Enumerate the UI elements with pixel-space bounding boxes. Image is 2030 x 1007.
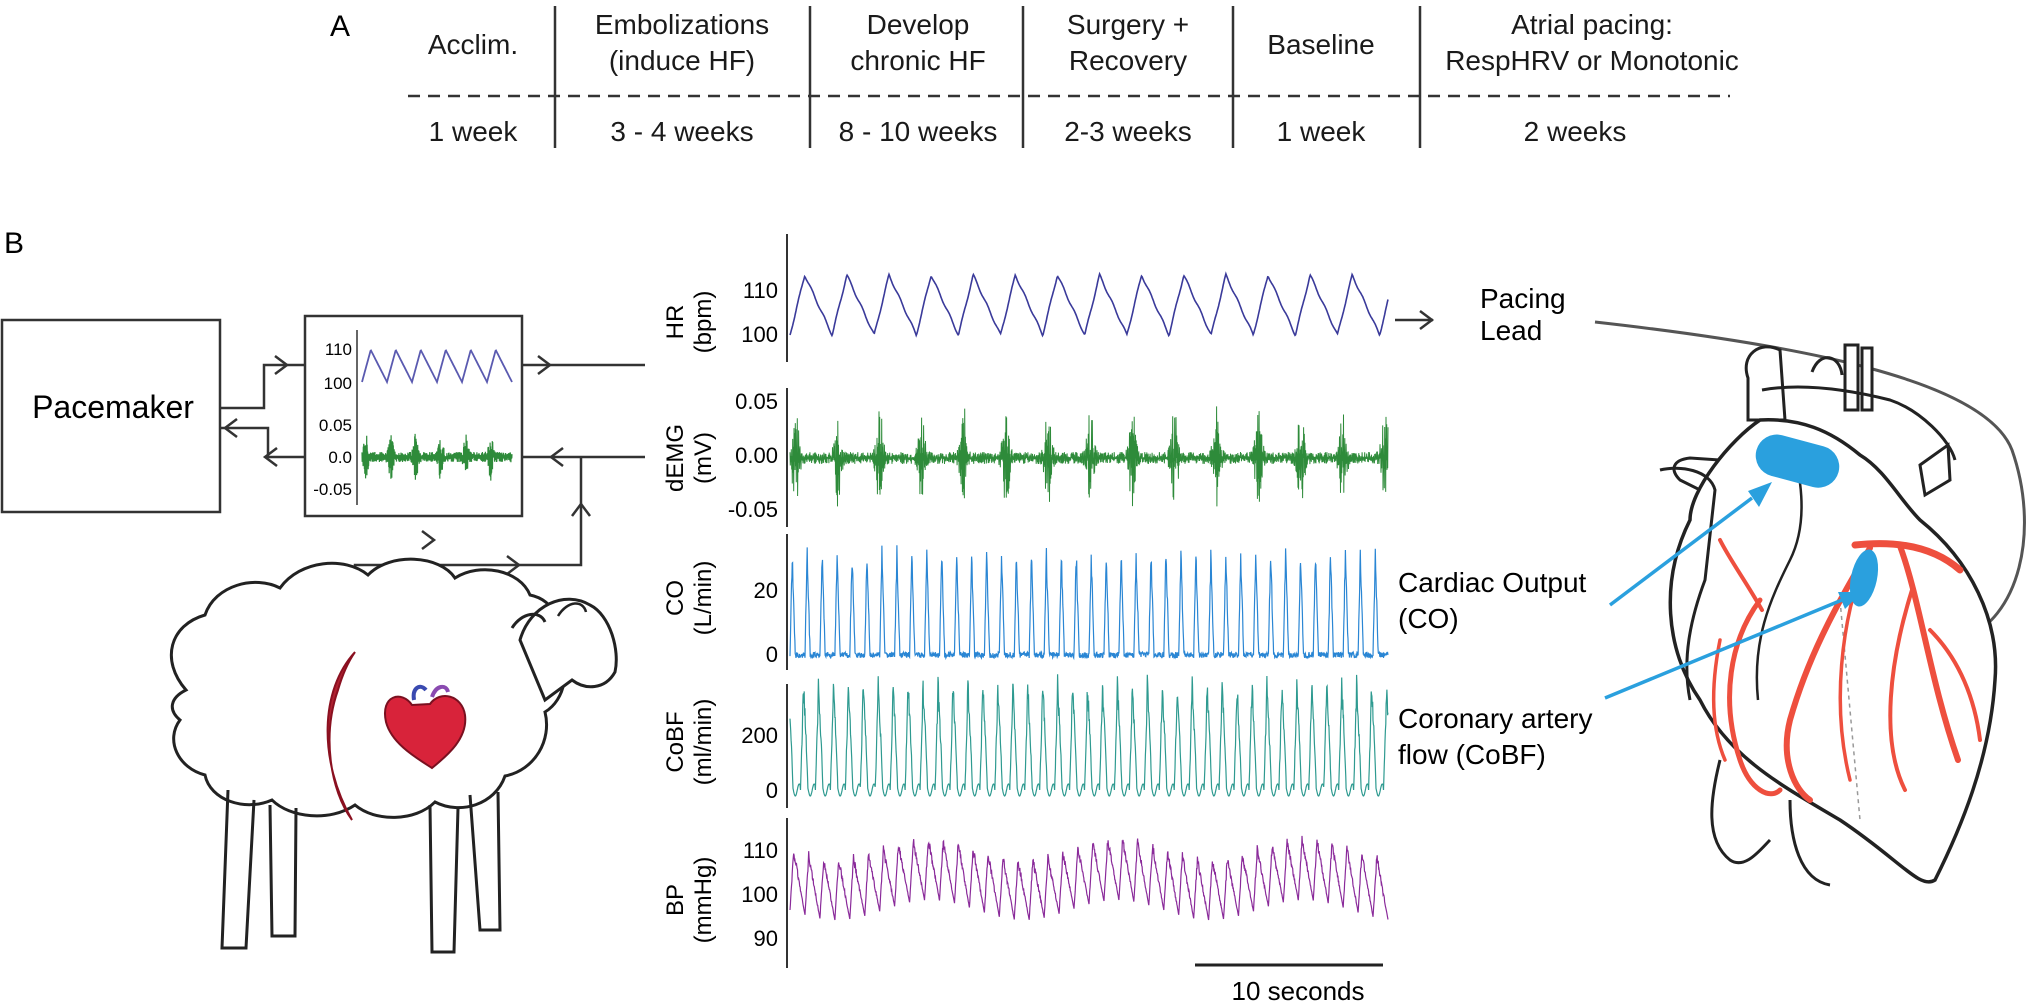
phase-duration-develop: 8 - 10 weeks — [839, 116, 998, 147]
sheep-heart — [383, 695, 467, 770]
phase-duration-pacing: 2 weeks — [1524, 116, 1627, 147]
bp-tick-100: 100 — [741, 882, 778, 907]
pacemaker-label: Pacemaker — [32, 389, 194, 425]
sheep-incision — [326, 651, 356, 821]
phase-duration-embolizations: 3 - 4 weeks — [610, 116, 753, 147]
sheep-head — [518, 597, 618, 703]
demg-tick-0.05: 0.05 — [735, 389, 778, 414]
sheep-body — [169, 557, 567, 819]
phase-subtitle-pacing: RespHRV or Monotonic — [1445, 45, 1739, 76]
timeline-dividers — [553, 6, 1422, 148]
pacing-lead-label-1: Pacing — [1480, 283, 1566, 314]
bp-trace — [789, 835, 1389, 921]
trace-hr-unit: (bpm) — [690, 291, 717, 354]
phase-title-baseline: Baseline — [1267, 29, 1374, 60]
cobf-tick-0: 0 — [766, 778, 778, 803]
pacemaker-connectors — [220, 363, 305, 459]
heart-outline — [1668, 418, 1998, 884]
trace-co-label: CO — [662, 580, 689, 616]
annotation-cardiac-output-abbr: (CO) — [1398, 603, 1459, 634]
phase-title-acclim: Acclim. — [428, 29, 518, 60]
inset-emg-trace — [361, 433, 513, 481]
demg-tick-neg0.05: -0.05 — [728, 497, 778, 522]
panel-a: A Acclim. 1 week Embolizations (induce H… — [330, 6, 1739, 148]
trace-co-unit: (L/min) — [690, 561, 717, 636]
phase-subtitle-develop: chronic HF — [850, 45, 985, 76]
hr-tick-100: 100 — [741, 322, 778, 347]
phase-subtitle-embolizations: (induce HF) — [609, 45, 755, 76]
demg-tick-0.00: 0.00 — [735, 443, 778, 468]
phase-title-develop: Develop — [867, 9, 970, 40]
phase-subtitle-surgery: Recovery — [1069, 45, 1187, 76]
trace-demg-label: dEMG — [662, 424, 689, 492]
inset-hr-tick-110: 110 — [325, 340, 352, 359]
co-trace — [789, 545, 1389, 661]
inset-frame — [303, 314, 524, 518]
co-tick-0: 0 — [766, 642, 778, 667]
annotation-coronary-flow: Coronary artery — [1398, 703, 1593, 734]
phase-title-surgery: Surgery + — [1067, 9, 1189, 40]
coronary-vessels — [1711, 538, 1982, 803]
heart-illustration — [1659, 343, 1998, 887]
cobf-trace — [789, 674, 1389, 797]
annotation-coronary-flow-abbr: flow (CoBF) — [1398, 739, 1546, 770]
signal-inset: 110 100 0.05 0.0 -0.05 — [303, 314, 524, 518]
bp-tick-90: 90 — [754, 926, 778, 951]
phase-duration-acclim: 1 week — [429, 116, 519, 147]
co-flow-probe — [1755, 434, 1840, 488]
inset-emg-tick-0.05: 0.05 — [319, 416, 352, 435]
bp-tick-110: 110 — [743, 838, 778, 863]
demg-trace — [789, 406, 1389, 507]
pacing-lead-label-2: Lead — [1480, 315, 1542, 346]
inset-hr-trace — [361, 349, 513, 385]
annotation-arrows — [1604, 496, 1843, 700]
trace-hr-label: HR — [662, 305, 689, 340]
trace-cobf-label: CoBF — [662, 711, 689, 772]
inset-hr-tick-100: 100 — [324, 374, 352, 393]
hr-tick-110: 110 — [743, 278, 778, 303]
cobf-tick-200: 200 — [741, 723, 778, 748]
trace-cobf-unit: (ml/min) — [690, 699, 717, 786]
phase-title-pacing: Atrial pacing: — [1511, 9, 1673, 40]
scale-bar-label: 10 seconds — [1232, 976, 1365, 1006]
sheep-illustration — [169, 557, 618, 954]
pacemaker: Pacemaker — [0, 318, 222, 514]
annotation-cardiac-output: Cardiac Output — [1398, 567, 1587, 598]
pacemaker-box — [0, 318, 222, 514]
hr-trace — [789, 271, 1389, 338]
sheep-legs — [220, 789, 502, 954]
trace-bp-label: BP — [662, 884, 689, 916]
inset-emg-tick-0.0: 0.0 — [328, 448, 352, 467]
co-tick-20: 20 — [754, 578, 778, 603]
panel-a-label: A — [330, 10, 350, 43]
panel-b-label: B — [4, 227, 24, 260]
phase-title-embolizations: Embolizations — [595, 9, 769, 40]
phase-duration-surgery: 2-3 weeks — [1064, 116, 1192, 147]
inset-emg-tick-neg0.05: -0.05 — [313, 480, 352, 499]
trace-bp-unit: (mmHg) — [690, 857, 717, 944]
phase-duration-baseline: 1 week — [1277, 116, 1367, 147]
trace-demg-unit: (mV) — [690, 432, 717, 484]
